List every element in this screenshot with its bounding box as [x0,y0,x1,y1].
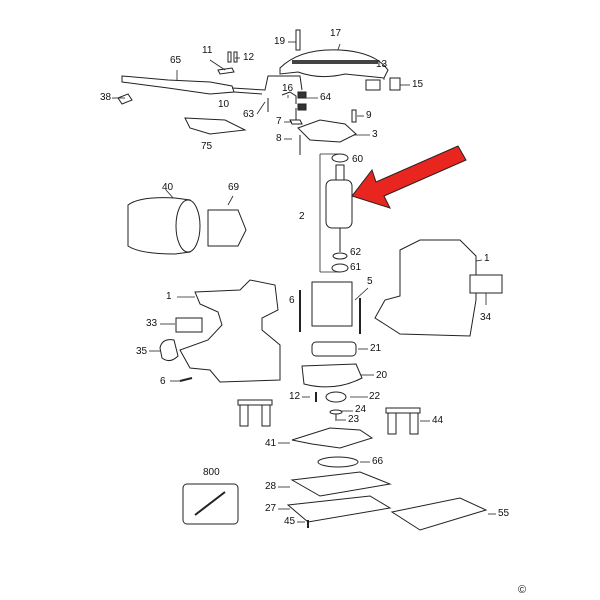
part-label: 19 [274,36,286,47]
copyright-mark: © [518,584,527,596]
field-part [311,281,353,327]
part-label: 20 [376,370,388,381]
part-label: 62 [350,247,362,258]
part-label: 23 [348,414,360,425]
armature-part [325,153,353,273]
part-label: 8 [276,133,282,144]
power-cord-part [121,75,235,95]
right-housing-part [374,239,477,337]
part-label: 7 [276,116,282,127]
part-label: 16 [282,83,294,94]
leader-lines [112,41,496,523]
part-label: 24 [355,404,367,415]
part-label: 40 [162,182,174,193]
part-label: 55 [498,508,510,519]
part-label: 44 [432,415,444,426]
part-label: 63 [243,109,255,120]
part-label: 34 [480,312,492,323]
part-label: 61 [350,262,362,273]
part-label: 17 [330,28,342,39]
part-label: 15 [412,79,424,90]
part-label: 65 [170,55,182,66]
highlight-arrow [351,145,467,209]
part-label: 75 [201,141,213,152]
part-label: 45 [284,516,296,527]
part-label: 12 [243,52,255,63]
part-label: 22 [369,391,381,402]
part-label: 41 [265,438,277,449]
part-label: 1 [166,291,172,302]
fan-housing-part [127,197,247,255]
part-label: 60 [352,154,364,165]
part-label: 6 [160,376,166,387]
part-label: 69 [228,182,240,193]
part-label: 1 [484,253,490,264]
part-label: 5 [367,276,373,287]
part-label: 12 [289,391,301,402]
part-label: 13 [376,59,388,70]
part-label: 11 [202,45,213,56]
part-label: 64 [320,92,332,103]
part-label: 66 [372,456,384,467]
part-label: 21 [370,343,382,354]
sanding-plate-part [286,495,392,523]
part-label: 2 [299,211,305,222]
part-label: 10 [218,99,230,110]
part-label: 6 [289,295,295,306]
part-label: 35 [136,346,148,357]
part-label: 800 [203,467,220,478]
part-label: 27 [265,503,277,514]
part-label: 28 [265,481,277,492]
part-label: 33 [146,318,158,329]
part-label: 3 [372,129,378,140]
part-label: 9 [366,110,372,121]
part-label: 38 [100,92,112,103]
left-housing-part [179,279,281,383]
